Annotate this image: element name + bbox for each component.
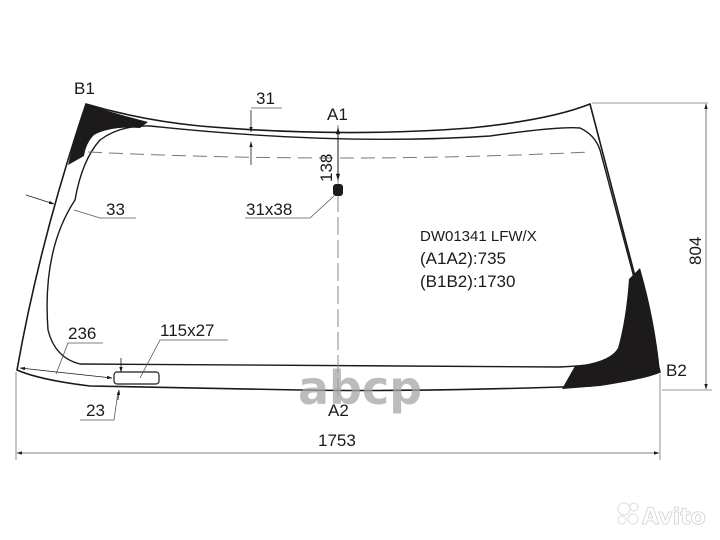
dim-sensor-size: 31x38 [246, 200, 292, 219]
dim-bottom-band: 23 [86, 401, 105, 420]
avito-watermark: Avito [642, 505, 706, 530]
glass-inner-outline [46, 125, 637, 368]
dim-total-width: 1753 [318, 431, 356, 450]
dim-top-band: 31 [256, 89, 275, 108]
dim-side-band: 33 [106, 200, 125, 219]
point-b2-label: B2 [666, 361, 687, 380]
part-code: DW01341 LFW/X [420, 228, 537, 245]
vin-window [113, 371, 160, 385]
sensor-block [333, 184, 343, 196]
dim-vin-offset: 236 [68, 324, 96, 343]
frit-b1 [68, 104, 148, 165]
point-a1-label: A1 [327, 105, 348, 124]
abcp-watermark: abcp [298, 361, 422, 415]
a1a2-value: (A1A2):735 [420, 249, 506, 268]
frit-b2 [562, 268, 660, 389]
avito-logo: Avito [617, 502, 706, 531]
b1b2-value: (B1B2):1730 [420, 272, 515, 291]
point-a2-label: A2 [328, 401, 349, 420]
dim-sensor-offset: 138 [317, 154, 336, 182]
dim-total-height: 804 [686, 237, 705, 265]
sensor-dashed-line [87, 151, 591, 159]
point-b1-label: B1 [74, 79, 95, 98]
dim-vin-window: 115x27 [160, 321, 215, 340]
